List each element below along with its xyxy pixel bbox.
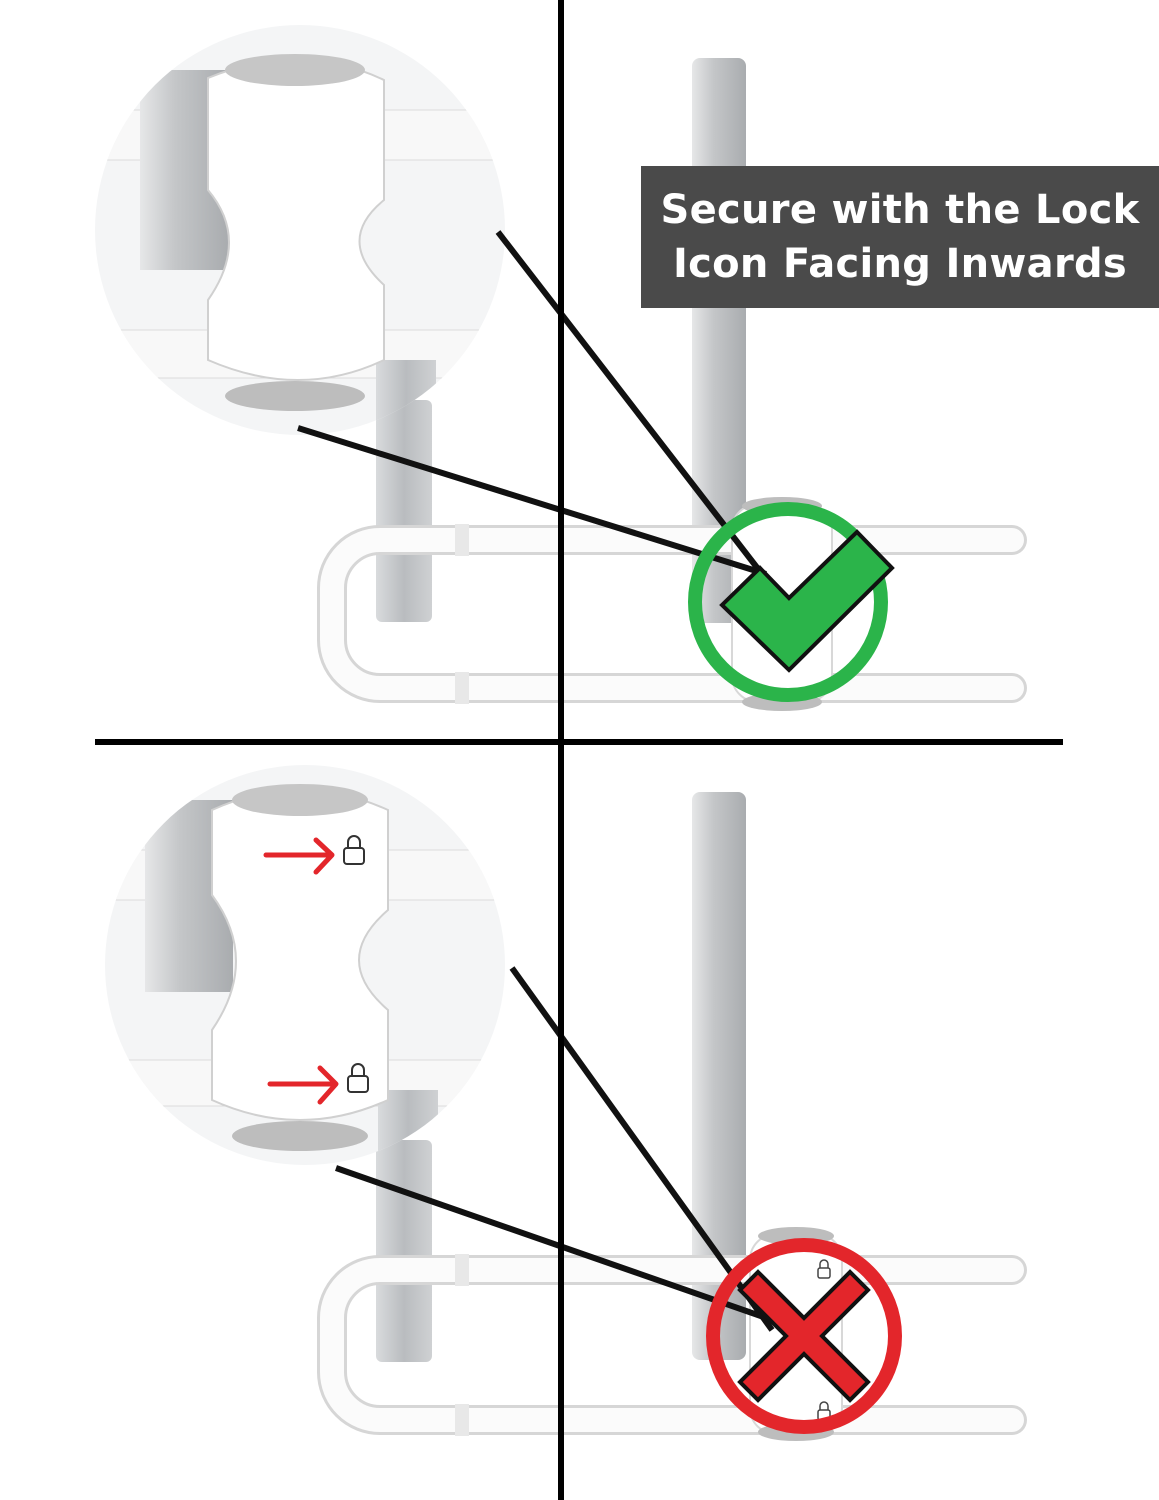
pointer-line (335, 1165, 773, 1323)
zoom-view-bottom (105, 765, 505, 1165)
pointer-line (509, 966, 775, 1332)
lock-icon (347, 1063, 369, 1093)
panel-top (95, 25, 1027, 711)
pointer-line (495, 230, 765, 576)
check-mark-icon (688, 502, 895, 702)
arrow-right-icon (263, 837, 335, 875)
sliding-lock-bar (317, 524, 1027, 704)
cabinet-handle-right (692, 792, 746, 1360)
zoom-view-top (95, 25, 505, 435)
instruction-caption: Secure with the Lock Icon Facing Inwards (641, 166, 1159, 308)
caption-line-1: Secure with the Lock (660, 187, 1140, 233)
lock-icon (817, 1259, 831, 1279)
sliding-lock-bar (317, 1254, 1027, 1436)
caption-line-2: Icon Facing Inwards (672, 241, 1128, 287)
x-mark-icon (706, 1238, 902, 1434)
cabinet-handle-left (376, 1140, 432, 1362)
cabinet-handle-left (376, 400, 432, 622)
pointer-line (297, 425, 767, 577)
lock-icon (343, 835, 365, 865)
arrow-right-icon (267, 1065, 339, 1105)
panel-bottom (105, 765, 1027, 1441)
